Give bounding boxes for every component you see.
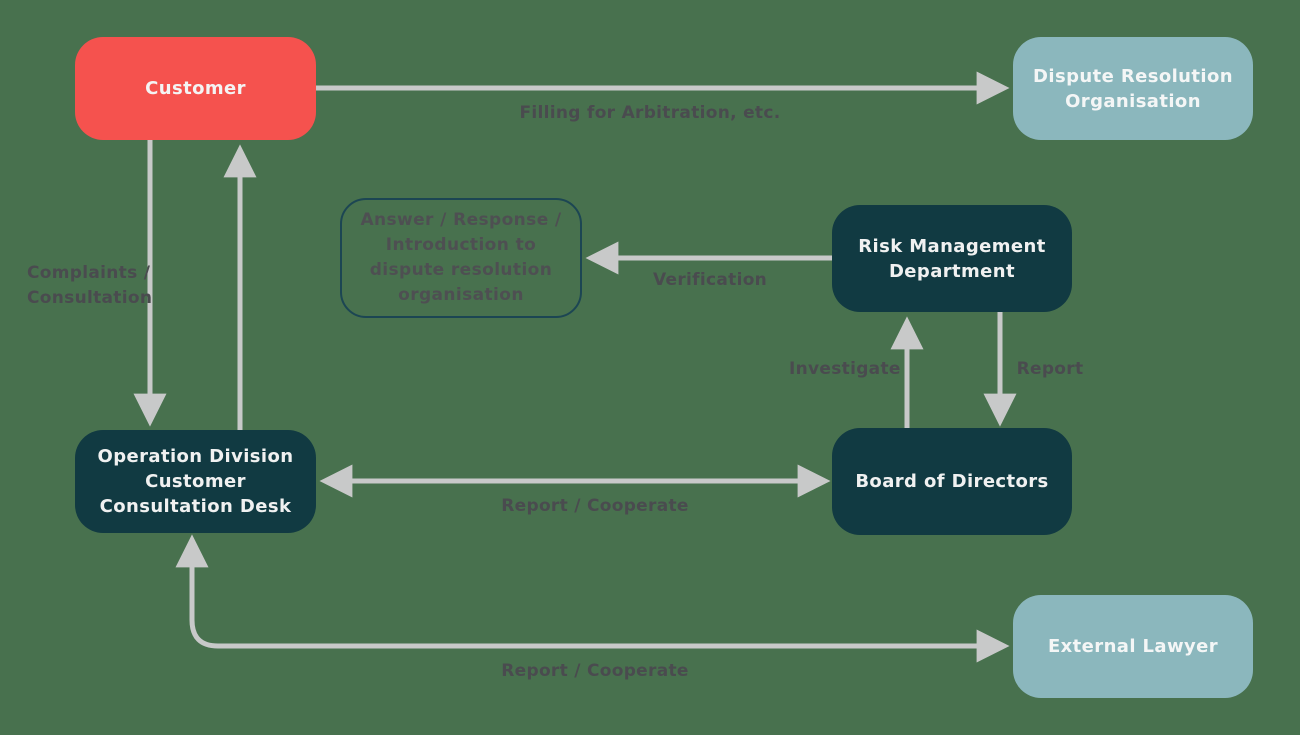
edge-label-filling-for-arbitration: Filling for Arbitration, etc. [519, 103, 781, 123]
node-board-of-directors: Board of Directors [832, 428, 1072, 535]
edge-label-report: Report [1016, 359, 1084, 379]
node-operation-division-customer-consultation-desk: Operation Division Customer Consultation… [75, 430, 316, 533]
edge-label-complaints-consultation: Complaints / Consultation [27, 263, 153, 308]
node-dispute-resolution-organisation: Dispute Resolution Organisation [1013, 37, 1253, 140]
node-customer: Customer [75, 37, 316, 140]
node-risk-management-department: Risk Management Department [832, 205, 1072, 312]
node-external-lawyer: External Lawyer [1013, 595, 1253, 698]
edge-label-verification: Verification [653, 270, 768, 290]
arrow-operation-division-external-lawyer-bidirectional [175, 534, 1010, 663]
node-answer-response-note: Answer / Response / Introduction to disp… [340, 198, 582, 318]
edge-label-investigate: Investigate [789, 359, 901, 379]
edge-label-report-cooperate-bottom: Report / Cooperate [501, 661, 689, 681]
edge-label-report-cooperate-middle: Report / Cooperate [501, 496, 689, 516]
